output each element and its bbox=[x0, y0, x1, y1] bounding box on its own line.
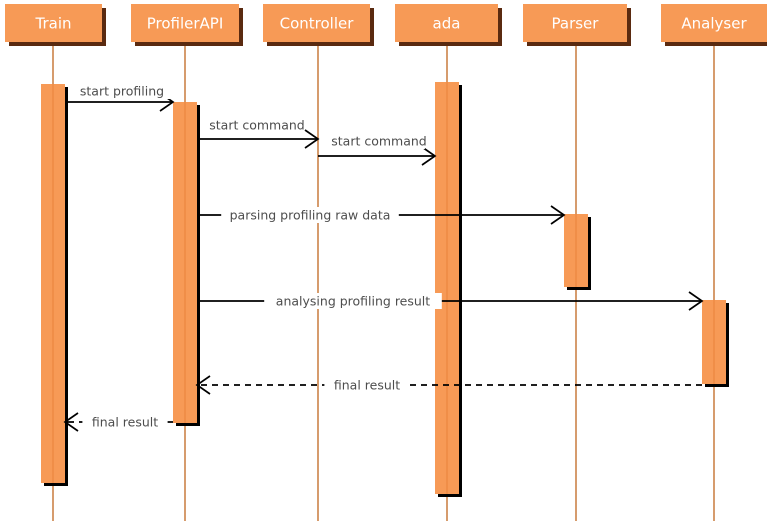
message-msg-start-command-1[interactable]: start command bbox=[197, 117, 320, 149]
lifelines-layer bbox=[52, 42, 715, 521]
message-msg-final-result-2[interactable]: final result bbox=[63, 412, 173, 432]
participant-box bbox=[5, 4, 102, 42]
message-label-backdrop bbox=[69, 83, 175, 99]
participant-train[interactable]: Train bbox=[5, 4, 106, 46]
participant-box bbox=[131, 4, 239, 42]
activations-layer bbox=[41, 82, 729, 497]
message-arrowhead-icon bbox=[421, 146, 437, 166]
participant-controller[interactable]: Controller bbox=[263, 4, 374, 46]
participant-label: Controller bbox=[280, 15, 355, 33]
message-label: start command bbox=[331, 134, 426, 149]
participants-layer: Train ProfilerAPI Controller ada Parser Analy… bbox=[5, 4, 767, 46]
participant-box bbox=[395, 4, 498, 42]
message-label: start profiling bbox=[80, 84, 164, 99]
message-label-backdrop bbox=[324, 377, 410, 393]
participant-label: Train bbox=[35, 15, 72, 33]
message-label-backdrop bbox=[264, 293, 442, 309]
message-arrowhead-icon bbox=[688, 291, 704, 311]
message-label: parsing profiling raw data bbox=[230, 208, 391, 223]
participant-box bbox=[661, 4, 767, 42]
participant-label: ProfilerAPI bbox=[147, 15, 224, 33]
participant-box bbox=[263, 4, 370, 42]
activation-bar-train[interactable] bbox=[41, 84, 68, 486]
message-arrowhead-icon bbox=[304, 129, 320, 149]
participant-box bbox=[523, 4, 627, 42]
message-msg-analysing-profiling-result[interactable]: analysing profiling result bbox=[197, 291, 704, 311]
participant-label: ada bbox=[433, 15, 461, 33]
message-arrowhead-icon bbox=[195, 375, 211, 395]
participant-parser[interactable]: Parser bbox=[523, 4, 631, 46]
message-label: analysing profiling result bbox=[276, 294, 430, 309]
message-label-backdrop bbox=[333, 133, 425, 149]
message-label: start command bbox=[209, 118, 304, 133]
participant-label: Analyser bbox=[681, 15, 747, 33]
message-label-backdrop bbox=[211, 117, 303, 133]
activation-bar-parser[interactable] bbox=[564, 214, 591, 290]
message-msg-parsing-profiling-raw-data[interactable]: parsing profiling raw data bbox=[197, 205, 566, 225]
message-msg-final-result-1[interactable]: final result bbox=[195, 375, 702, 395]
message-label: final result bbox=[92, 415, 158, 430]
participant-label: Parser bbox=[552, 15, 600, 33]
message-arrowhead-icon bbox=[63, 412, 79, 432]
message-msg-start-profiling[interactable]: start profiling bbox=[65, 83, 175, 112]
participant-profilerapi[interactable]: ProfilerAPI bbox=[131, 4, 243, 46]
message-label: final result bbox=[334, 378, 400, 393]
messages-layer: start profiling start command start comman… bbox=[63, 83, 704, 432]
participant-analyser[interactable]: Analyser bbox=[661, 4, 767, 46]
message-label-backdrop bbox=[221, 207, 399, 223]
activation-bar-analyser[interactable] bbox=[702, 300, 729, 387]
message-arrowhead-icon bbox=[550, 205, 566, 225]
activation-bar-ada[interactable] bbox=[435, 82, 462, 497]
message-msg-start-command-2[interactable]: start command bbox=[318, 133, 437, 166]
activation-bar-profilerapi[interactable] bbox=[173, 102, 200, 426]
message-label-backdrop bbox=[82, 414, 168, 430]
participant-ada[interactable]: ada bbox=[395, 4, 502, 46]
